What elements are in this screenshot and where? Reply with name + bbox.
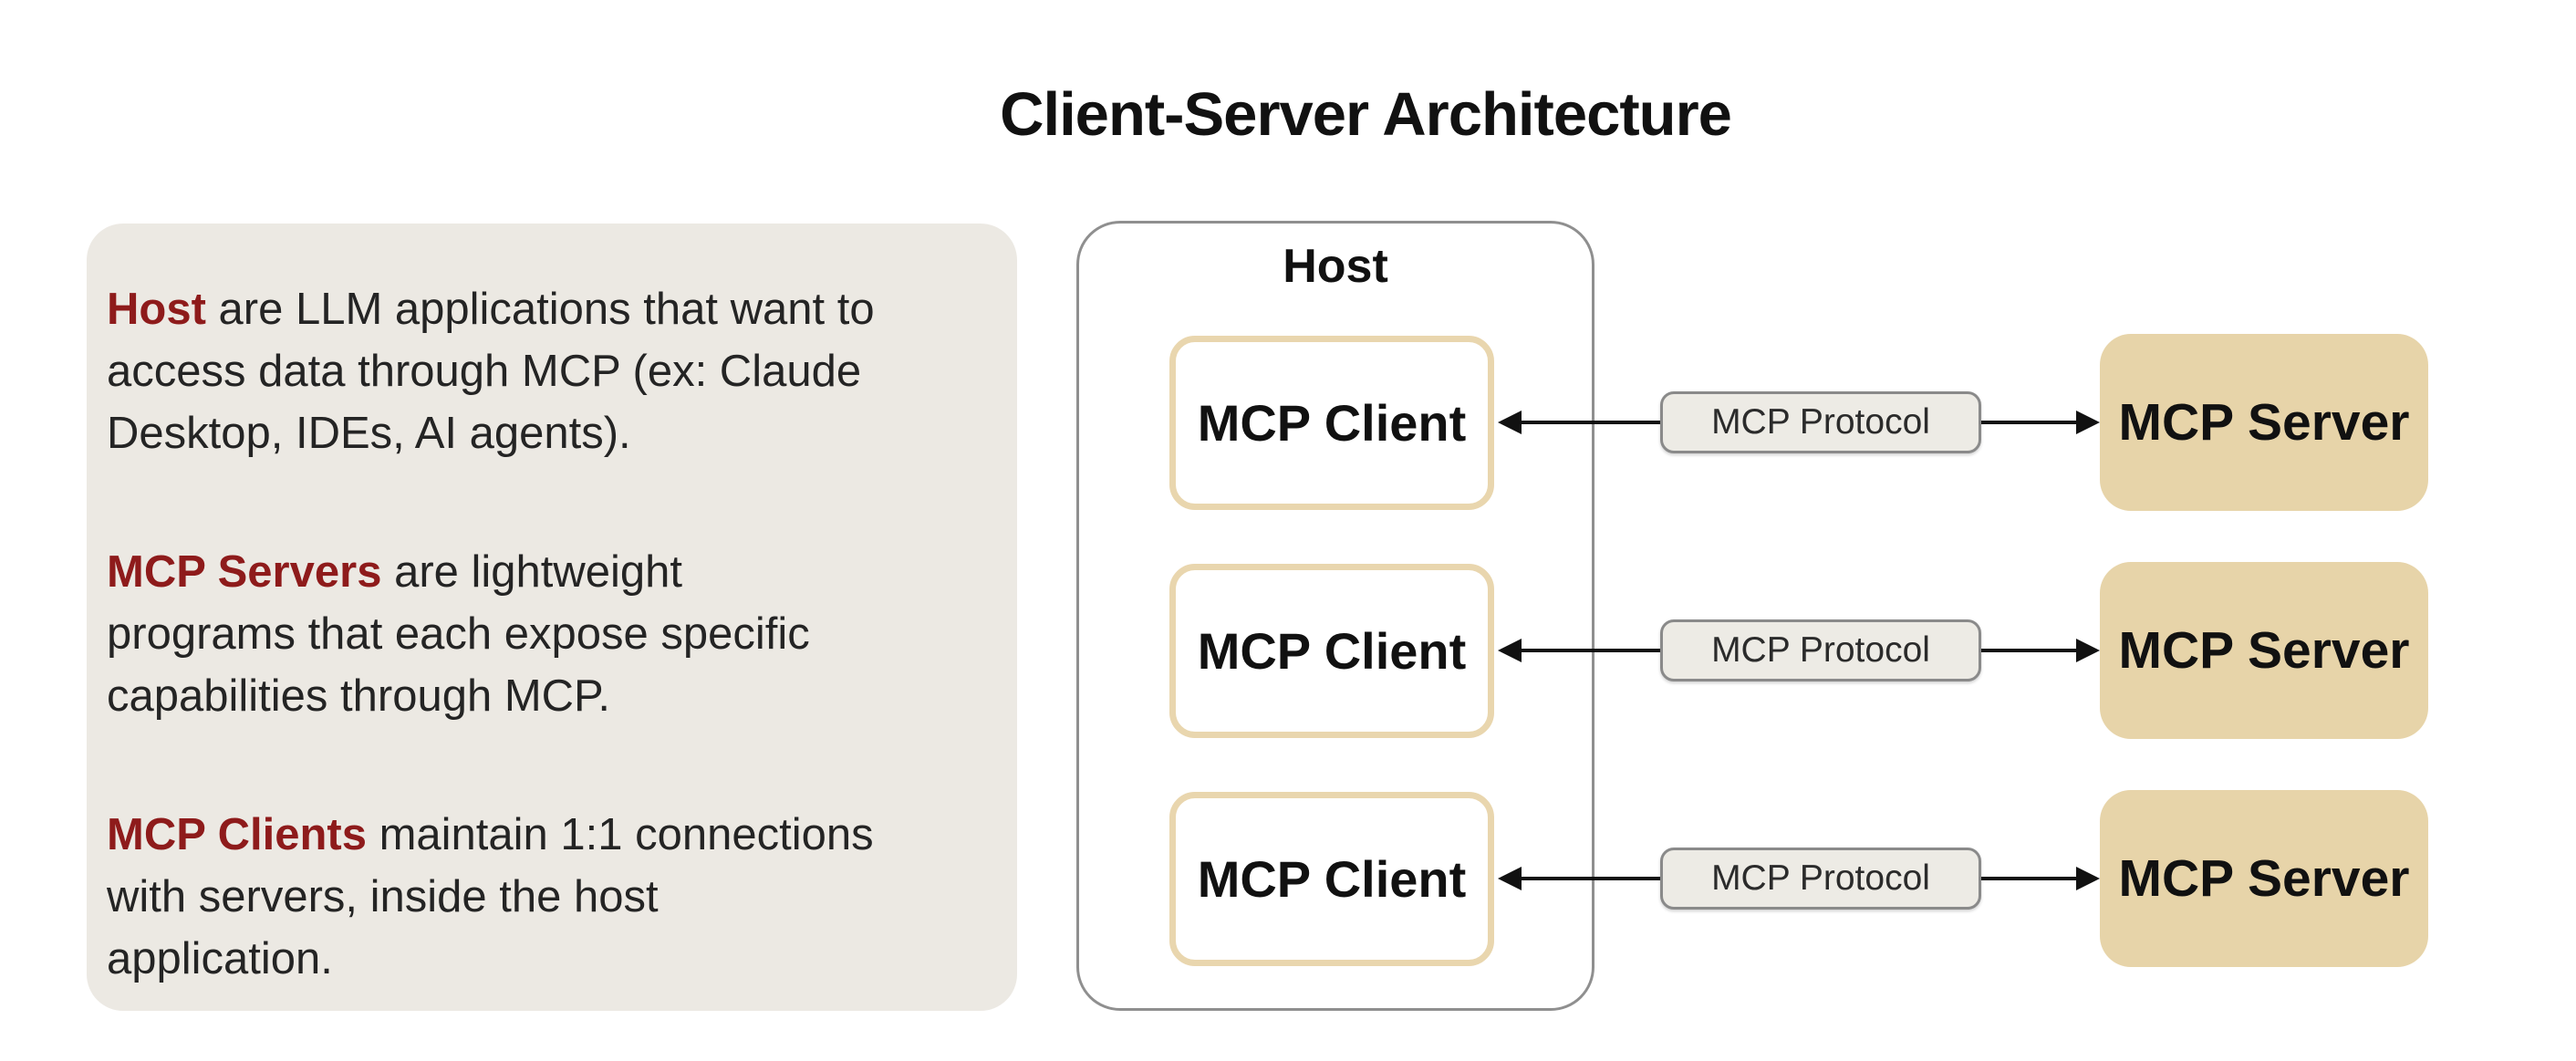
- mcp-protocol-pill-3: MCP Protocol: [1660, 848, 1981, 910]
- info-lead-mcp-servers: MCP Servers: [107, 547, 382, 597]
- info-paragraph-host: Host are LLM applications that want to a…: [107, 278, 992, 464]
- connector-line: [1981, 649, 2078, 652]
- mcp-client-box-2: MCP Client: [1169, 564, 1494, 738]
- info-paragraph-mcp-clients: MCP Clients maintain 1:1 connections wit…: [107, 804, 992, 990]
- arrow-protocol-to-server-3: [1981, 867, 2100, 890]
- mcp-client-box-3: MCP Client: [1169, 792, 1494, 966]
- page-title: Client-Server Architecture: [1000, 79, 1732, 149]
- info-lead-host: Host: [107, 285, 206, 334]
- mcp-protocol-pill-1: MCP Protocol: [1660, 391, 1981, 453]
- arrow-server-to-client-2: [1498, 639, 1660, 662]
- host-label: Host: [1283, 240, 1388, 293]
- left-arrowhead-icon: [1498, 639, 1522, 662]
- info-panel: Host are LLM applications that want to a…: [87, 224, 1017, 1011]
- left-arrowhead-icon: [1498, 867, 1522, 890]
- info-body-host: are LLM applications that want to access…: [107, 285, 875, 458]
- mcp-server-box-3: MCP Server: [2100, 790, 2428, 967]
- mcp-server-box-1: MCP Server: [2100, 334, 2428, 511]
- connector-line: [1981, 421, 2078, 424]
- arrow-server-to-client-1: [1498, 411, 1660, 434]
- mcp-protocol-pill-2: MCP Protocol: [1660, 619, 1981, 681]
- arrow-server-to-client-3: [1498, 867, 1660, 890]
- mcp-server-box-2: MCP Server: [2100, 562, 2428, 739]
- right-arrowhead-icon: [2076, 867, 2100, 890]
- info-body-mcp-servers: are lightweight programs that each expos…: [107, 547, 810, 721]
- arrow-protocol-to-server-2: [1981, 639, 2100, 662]
- connector-line: [1520, 421, 1660, 424]
- info-body-mcp-clients: maintain 1:1 connections with servers, i…: [107, 810, 874, 983]
- left-arrowhead-icon: [1498, 411, 1522, 434]
- right-arrowhead-icon: [2076, 411, 2100, 434]
- info-paragraph-mcp-servers: MCP Servers are lightweight programs tha…: [107, 541, 992, 727]
- connector-line: [1520, 649, 1660, 652]
- info-lead-mcp-clients: MCP Clients: [107, 810, 367, 859]
- mcp-client-box-1: MCP Client: [1169, 336, 1494, 510]
- connector-line: [1520, 877, 1660, 880]
- connector-line: [1981, 877, 2078, 880]
- right-arrowhead-icon: [2076, 639, 2100, 662]
- arrow-protocol-to-server-1: [1981, 411, 2100, 434]
